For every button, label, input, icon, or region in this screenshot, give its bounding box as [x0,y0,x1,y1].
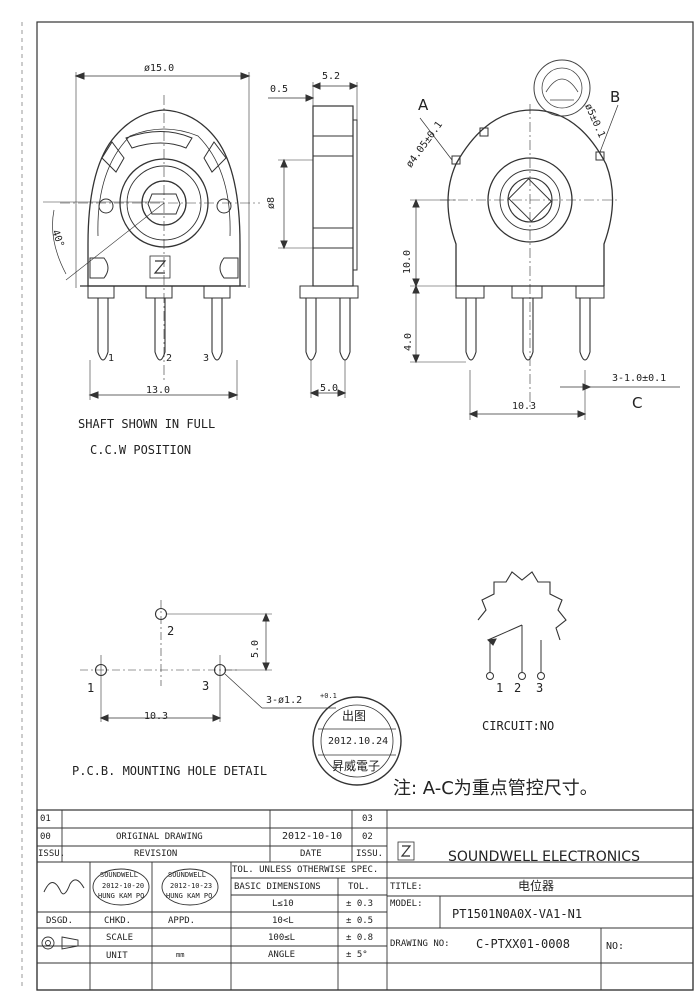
stamp-date-text: 2012.10.24 [328,736,389,747]
label-b: B [610,88,621,106]
rev-row2-date: 2012-10-10 [282,831,343,842]
tol-value-3: ± 0.8 [346,933,374,943]
front-diameter-label: ø15.0 [144,63,175,74]
stamp1-name: SOUNDWELL [100,871,138,879]
designed-label: DSGD. [46,916,74,926]
side-bottom-dim: 5.0 [320,383,339,394]
rev-header-issue: ISSU. [38,849,66,859]
circuit-pin2-label: 2 [514,681,522,695]
scale-label: SCALE [106,933,134,943]
circuit-caption: CIRCUIT:NO [482,719,555,733]
circuit-pin3-label: 3 [536,681,544,695]
drawing-no-value: C-PTXX01-0008 [476,937,570,951]
pcb-caption: P.C.B. MOUNTING HOLE DETAIL [72,764,268,778]
model-label: MODEL: [390,899,423,909]
pcb-hole-detail [80,600,336,722]
tol-range-4: ANGLE [268,950,296,960]
pcb-height-dim: 5.0 [250,639,262,659]
unit-label: UNIT [106,951,128,961]
front-view [43,72,260,400]
rev-row2-no: 00 [40,832,51,842]
right-height-dim: 10.0 [402,249,414,275]
drawing-no-label: DRAWING NO: [390,939,450,949]
checked-label: CHKD. [104,916,132,926]
stamp2-location: HUNG KAM PO [166,892,213,900]
approved-label: APPD. [168,916,196,926]
tol-value-1: ± 0.3 [346,899,374,909]
right-pin-spacing-dim: 10.3 [512,401,537,412]
rev-header-date: DATE [300,849,322,859]
unit-value: mm [176,951,185,959]
title-block [36,809,694,991]
basic-dims-label: BASIC DIMENSIONS [234,882,321,892]
side-shaft-dim: ø8 [266,196,278,210]
model-value: PT1501N0A0X-VA1-N1 [452,907,583,921]
pcb-spacing-dim: 10.3 [144,711,169,722]
pcb-pin3-label: 3 [202,679,210,693]
sheet-border [36,21,694,991]
front-width-label: 13.0 [146,385,171,396]
stamp1-location: HUNG KAM PO [98,892,145,900]
rev-row2-code: 02 [362,832,373,842]
title-label: TITLE: [390,882,423,892]
side-offset-dim: 0.5 [270,84,289,95]
side-top-dim: 5.2 [322,71,341,82]
pcb-pin1-label: 1 [87,681,95,695]
company-name: SOUNDWELL ELECTRONICS [448,849,640,865]
front-pin1-label: 1 [108,353,115,364]
label-c: C [632,394,643,412]
stamp-bottom-text: 昇威電子 [332,759,381,773]
tol-range-2: 10<L [272,916,294,926]
date-stamp [312,696,402,786]
stamp1-date: 2012-10-20 [102,882,145,890]
circuit-pin1-label: 1 [496,681,504,695]
pcb-hole-dim: 3-ø1.2 [266,695,303,706]
label-a: A [418,96,429,114]
control-dimension-note: 注: A-C为重点管控尺寸。 [393,778,598,799]
rev-header-code: ISSU. [356,849,384,859]
side-view [268,82,359,398]
tol-header: TOL. UNLESS OTHERWISE SPEC. [232,865,379,875]
shaft-note-line1: SHAFT SHOWN IN FULL [78,417,216,431]
stamp-top-text: 出图 [342,709,367,723]
rev-row1-code: 03 [362,814,373,824]
right-pin-size-dim: 3-1.0±0.1 [612,373,667,384]
tol-value-2: ± 0.5 [346,916,374,926]
rev-header-revision: REVISION [134,849,178,859]
shaft-note-line2: C.C.W POSITION [90,443,192,457]
rev-row1-no: 01 [40,814,51,824]
stamp2-date: 2012-10-23 [170,882,213,890]
right-pin-length-dim: 4.0 [403,332,415,352]
stamp2-name: SOUNDWELL [168,871,206,879]
pcb-hole-tol: +0.1 [320,692,337,700]
tol-range-1: L≤10 [272,899,294,909]
front-pin2-label: 2 [166,353,173,364]
tol-value-4: ± 5° [346,950,368,960]
tol-label: TOL. [348,882,370,892]
tol-range-3: 100≤L [268,933,296,943]
no-label: NO: [606,941,625,952]
right-view [410,104,680,420]
circuit-symbol [477,571,567,680]
pcb-pin2-label: 2 [167,624,175,638]
approval-seal [533,59,591,117]
title-value: 电位器 [518,879,555,893]
rev-row2-desc: ORIGINAL DRAWING [116,832,203,842]
front-pin3-label: 3 [203,353,210,364]
